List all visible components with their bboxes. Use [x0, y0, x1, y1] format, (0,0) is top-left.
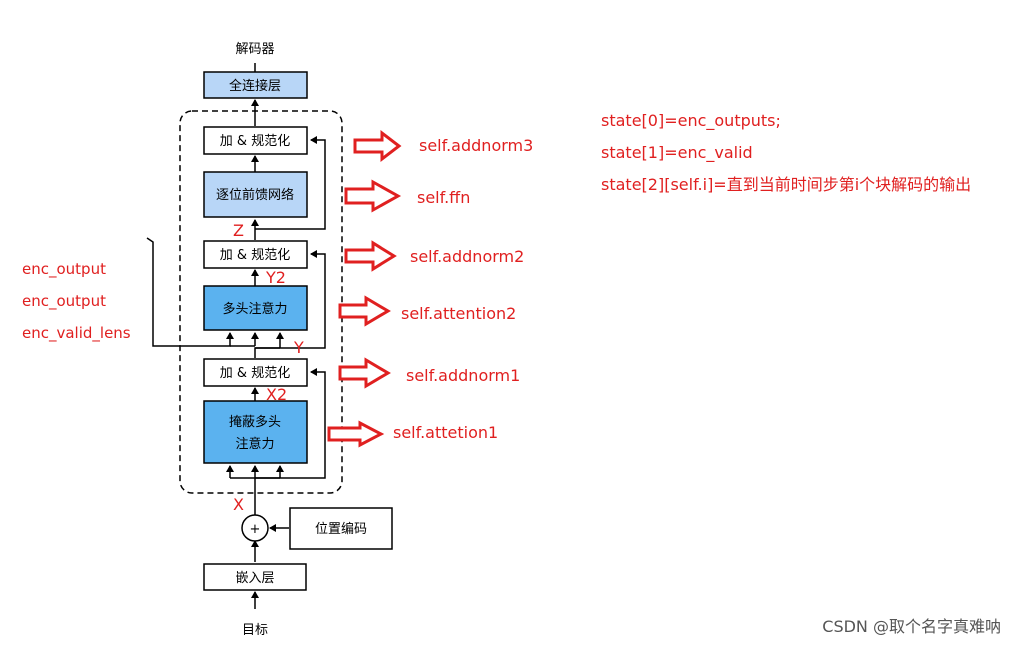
- addnorm2-block: 加 & 规范化: [203, 240, 308, 269]
- svg-text:逐位前馈网络: 逐位前馈网络: [216, 187, 294, 203]
- marker-z: Z: [233, 221, 244, 240]
- svg-text:注意力: 注意力: [235, 436, 274, 452]
- red-arrow-icon: [338, 357, 391, 389]
- red-arrow-icon: [353, 129, 402, 163]
- red-arrow-icon: [327, 420, 385, 448]
- marker-y: Y: [293, 338, 304, 357]
- masked-attention-block: 掩蔽多头 注意力: [203, 400, 308, 464]
- encoder-input-bracket: [146, 237, 234, 347]
- red-arrow-icon: [344, 179, 402, 213]
- target-label: 目标: [242, 623, 268, 638]
- state-note-2: state[2][self.i]=直到当前时间步第i个块解码的输出: [601, 175, 971, 194]
- connector-y-queries: [254, 347, 280, 358]
- ffn-block: 逐位前馈网络: [203, 171, 308, 218]
- state-note-1: state[1]=enc_valid: [601, 143, 753, 163]
- left-input-enc-valid-lens: enc_valid_lens: [22, 324, 131, 343]
- svg-text:全连接层: 全连接层: [229, 78, 281, 94]
- svg-text:掩蔽多头: 掩蔽多头: [229, 414, 281, 430]
- state-note-0: state[0]=enc_outputs;: [601, 111, 781, 131]
- marker-x2: X2: [266, 385, 287, 404]
- svg-text:加 & 规范化: 加 & 规范化: [220, 134, 290, 149]
- addnorm1-block: 加 & 规范化: [203, 358, 308, 387]
- watermark: CSDN @取个名字真难呐: [822, 617, 1001, 636]
- svg-text:多头注意力: 多头注意力: [222, 301, 287, 317]
- decoder-title: 解码器: [235, 42, 274, 57]
- svg-text:加 & 规范化: 加 & 规范化: [220, 366, 290, 381]
- annotation-attention2: self.attention2: [401, 304, 516, 323]
- svg-text:加 & 规范化: 加 & 规范化: [220, 248, 290, 263]
- embedding-block: 嵌入层: [203, 563, 307, 591]
- annotation-addnorm2: self.addnorm2: [410, 247, 524, 266]
- svg-text:+: +: [250, 522, 261, 537]
- residual-2: [255, 250, 326, 349]
- annotation-addnorm3: self.addnorm3: [419, 136, 533, 155]
- annotation-attention1: self.attetion1: [393, 423, 498, 442]
- red-arrow-icon: [344, 240, 397, 272]
- red-arrow-icon: [338, 295, 391, 327]
- marker-y2: Y2: [265, 268, 286, 287]
- attention2-block: 多头注意力: [203, 285, 308, 331]
- residual-1: [255, 368, 326, 479]
- marker-x: X: [233, 495, 244, 514]
- left-input-enc-output-2: enc_output: [22, 292, 106, 311]
- annotation-addnorm1: self.addnorm1: [406, 366, 520, 385]
- plus-node: +: [241, 514, 269, 542]
- svg-text:位置编码: 位置编码: [315, 522, 367, 537]
- annotation-ffn: self.ffn: [417, 188, 470, 207]
- residual-3: [270, 136, 326, 230]
- fc-layer: 全连接层: [203, 71, 308, 99]
- svg-text:嵌入层: 嵌入层: [235, 571, 274, 586]
- decoder-block-frame: [179, 110, 343, 494]
- pos-encoding-block: 位置编码: [289, 507, 393, 550]
- left-input-enc-output-1: enc_output: [22, 260, 106, 279]
- addnorm3-block: 加 & 规范化: [203, 126, 308, 155]
